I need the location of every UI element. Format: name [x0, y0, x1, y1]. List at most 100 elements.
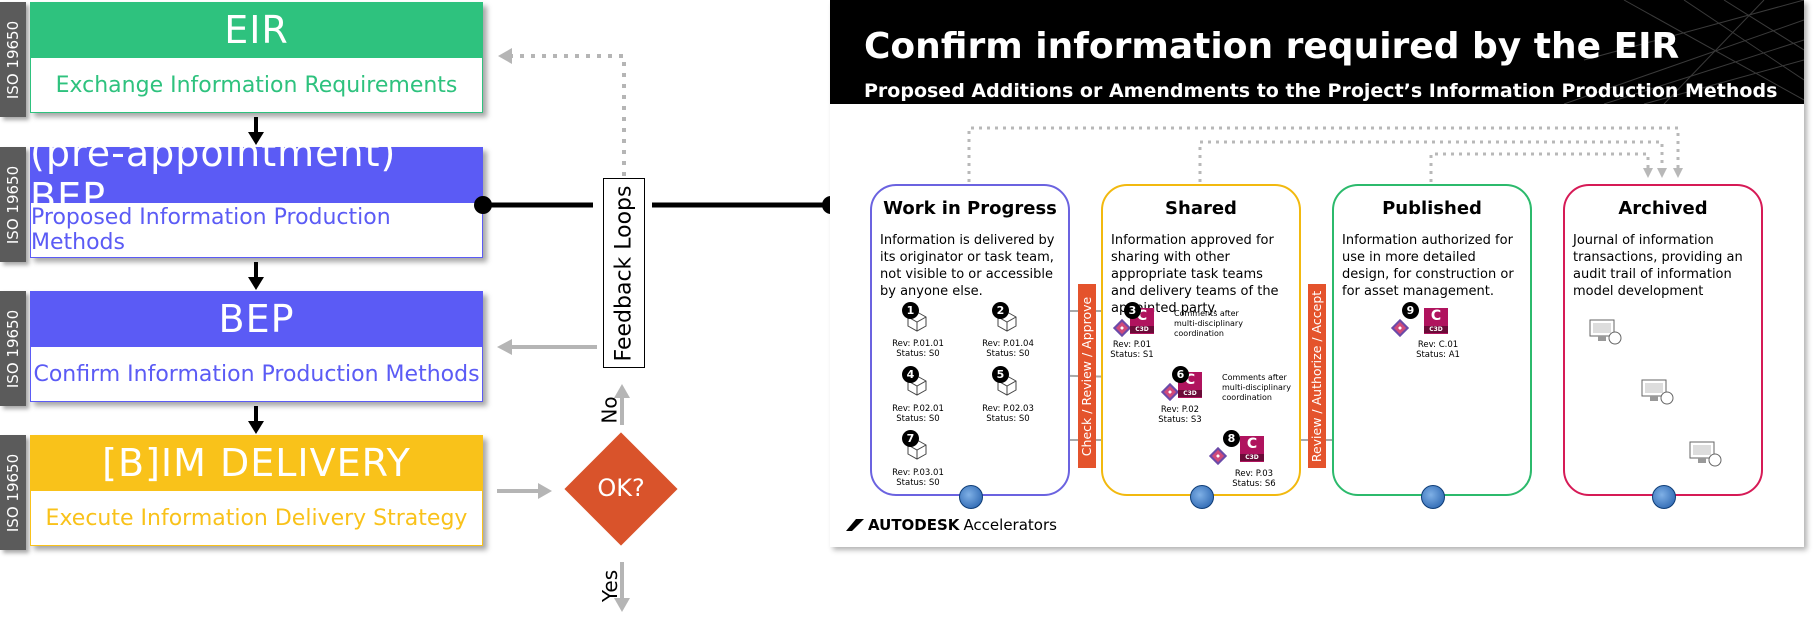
c3d-app-icon: C C3D: [1424, 308, 1448, 334]
archive-computer-icon: [1689, 441, 1722, 467]
column-published: Published Information authorized for use…: [1332, 184, 1532, 496]
c3d-badge: C3D: [1424, 326, 1448, 333]
item-number: 9: [1402, 302, 1419, 319]
c3d-badge: C3D: [1178, 390, 1202, 397]
globe-icon: [1652, 485, 1676, 509]
header-pattern: [1563, 0, 1804, 104]
item-number: 2: [992, 302, 1009, 319]
column-title: Published: [1382, 198, 1482, 219]
rev-text: Rev: P.02: [1160, 405, 1200, 415]
feedback-loops-box: Feedback Loops: [603, 178, 645, 368]
iso-text: ISO 19650: [4, 453, 22, 532]
item-number: 6: [1172, 366, 1189, 383]
c3d-letter: C: [1246, 436, 1258, 452]
item-number: 4: [902, 366, 919, 383]
item-number: 5: [992, 366, 1009, 383]
status-text: Status: A1: [1416, 350, 1460, 360]
stage-delivery-subtitle: Execute Information Delivery Strategy: [30, 491, 483, 546]
status-text: Status: S0: [896, 478, 940, 488]
globe-icon: [1190, 485, 1214, 509]
autodesk-brand: AUTODESK Accelerators: [846, 516, 1057, 534]
item-number: 8: [1223, 430, 1240, 447]
stage-bep: BEP Confirm Information Production Metho…: [30, 291, 483, 402]
gate-label: Check / Review / Approve: [1079, 296, 1095, 456]
c3d-badge: C3D: [1130, 326, 1154, 333]
gate-check-review-approve: Check / Review / Approve: [1078, 284, 1096, 468]
stage-pre-bep: (pre-appointment) BEP Proposed Informati…: [30, 131, 483, 258]
c3d-letter: C: [1430, 308, 1442, 324]
autodesk-logo-icon: [846, 519, 864, 531]
c3d-badge: C3D: [1240, 454, 1264, 461]
status-text: Status: S0: [986, 349, 1030, 359]
yes-label: Yes: [598, 569, 623, 603]
status-text: Status: S0: [986, 414, 1030, 424]
rev-text: Rev: P.01.04: [982, 339, 1034, 349]
column-title: Shared: [1165, 198, 1237, 219]
iso-label-1: ISO 19650: [0, 2, 26, 117]
column-shared: Shared Information approved for sharing …: [1101, 184, 1301, 496]
left-connectors: [248, 48, 830, 612]
panel-title: Confirm information required by the EIR: [864, 26, 1680, 67]
connector-dot-left: [474, 196, 492, 214]
comment-note: Comments after multi-disciplinary coordi…: [1174, 309, 1243, 338]
globe-icon: [959, 485, 983, 509]
rev-text: Rev: P.01.01: [892, 339, 944, 349]
iso-text: ISO 19650: [4, 20, 22, 99]
stage-eir-subtitle: Exchange Information Requirements: [30, 58, 483, 113]
iso-text: ISO 19650: [4, 309, 22, 388]
stage-eir-title: EIR: [30, 2, 483, 58]
stage-bep-subtitle: Confirm Information Production Methods: [30, 347, 483, 402]
decision-label: OK?: [597, 474, 645, 502]
iso-label-3: ISO 19650: [0, 291, 26, 406]
status-text: Status: S0: [896, 414, 940, 424]
stage-pre-bep-title: (pre-appointment) BEP: [30, 131, 483, 219]
feedback-loops-label: Feedback Loops: [611, 185, 637, 361]
federated-model-icon: [1112, 318, 1132, 338]
iso-label-2: ISO 19650: [0, 147, 26, 262]
federated-model-icon: [1160, 382, 1180, 402]
panel-header: [830, 0, 1804, 104]
column-title: Work in Progress: [883, 198, 1057, 219]
rev-text: Rev: P.03: [1234, 469, 1274, 479]
archive-computer-icon: [1589, 319, 1622, 345]
status-text: Status: S6: [1232, 479, 1276, 489]
c3d-letter: C: [1136, 308, 1148, 324]
rev-text: Rev: P.02.01: [892, 404, 944, 414]
brand-sub: Accelerators: [963, 516, 1057, 534]
stage-bep-title: BEP: [30, 291, 483, 347]
c3d-app-icon: C C3D: [1240, 436, 1264, 462]
item-number: 1: [902, 302, 919, 319]
column-description: Journal of information transactions, pro…: [1573, 233, 1743, 299]
federated-model-icon: [1390, 318, 1410, 338]
column-description: Information authorized for use in more d…: [1342, 233, 1514, 299]
status-text: Status: S3: [1158, 415, 1202, 425]
archive-computer-icon: [1641, 379, 1674, 405]
rev-text: Rev: P.03.01: [892, 468, 944, 478]
gate-review-authorize-accept: Review / Authorize / Accept: [1308, 284, 1326, 468]
globe-icon: [1421, 485, 1445, 509]
iso-text: ISO 19650: [4, 165, 22, 244]
stage-eir: EIR Exchange Information Requirements: [30, 2, 483, 113]
comment-note: Comments after multi-disciplinary coordi…: [1222, 373, 1291, 402]
item-number: 3: [1124, 302, 1141, 319]
column-title: Archived: [1618, 198, 1708, 219]
item-number: 7: [902, 430, 919, 447]
gate-label: Review / Authorize / Accept: [1309, 290, 1325, 462]
stage-delivery-title: [B]IM DELIVERY: [30, 435, 483, 491]
rev-text: Rev: C.01: [1417, 340, 1459, 350]
information-panel: Confirm information required by the EIR …: [830, 0, 1804, 547]
rev-text: Rev: P.01: [1112, 340, 1152, 350]
status-text: Status: S0: [896, 349, 940, 359]
stage-delivery: [B]IM DELIVERY Execute Information Deliv…: [30, 435, 483, 546]
iso-label-4: ISO 19650: [0, 435, 26, 550]
no-label: No: [597, 396, 622, 424]
